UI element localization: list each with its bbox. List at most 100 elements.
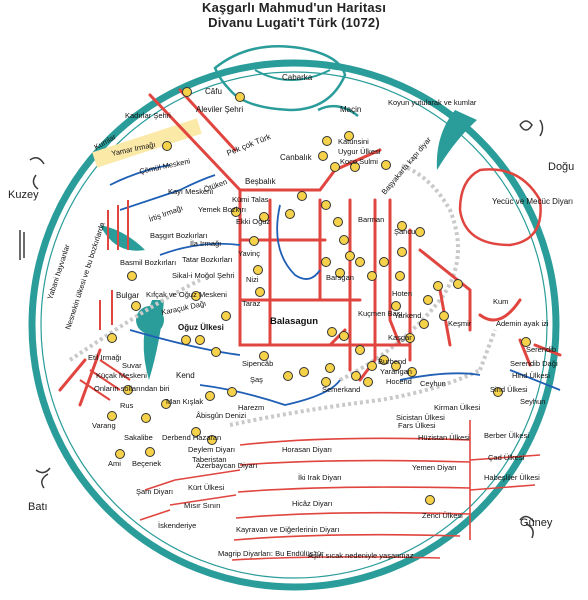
label-yarangan: Yarangan <box>380 367 412 376</box>
label-oguz: Oğuz Ülkesi <box>178 323 224 332</box>
city-dot <box>131 301 141 311</box>
label-kum: Kum <box>493 297 508 306</box>
label-serendibdagi: Serendib Dağı <box>510 359 558 368</box>
label-ceyhun: Ceyhun <box>420 379 446 388</box>
city-dot <box>521 337 531 347</box>
map-title-line2: Divanu Lugati't Türk (1072) <box>208 15 380 30</box>
label-irak: İki Irak Diyarı <box>298 473 342 482</box>
label-kasgar: Kaşgar <box>388 333 412 342</box>
inner-ring <box>40 71 548 579</box>
label-hocend: Hocend <box>386 377 412 386</box>
label-cabarka: Cabarka <box>282 73 313 82</box>
label-adem: Ademin ayak izi <box>496 319 549 328</box>
city-dot <box>145 447 155 457</box>
label-horasan: Horasan Diyarı <box>282 445 332 454</box>
city-dot <box>191 427 201 437</box>
label-azerbaycan: Azerbaycan Diyarı <box>196 461 257 470</box>
city-dot <box>123 385 133 395</box>
city-dot <box>350 162 360 172</box>
label-kadirlar: Kadırlar Şehri <box>125 111 171 120</box>
label-deylem: Deylem Diyarı <box>188 445 235 454</box>
label-becenek: Beçenek <box>132 459 161 468</box>
dotted-route <box>68 163 460 382</box>
label-sind: Sind Ülkesi <box>490 385 528 394</box>
city-dot <box>335 268 345 278</box>
label-basgirt: Başgırt Bozkırları <box>150 231 208 240</box>
label-pekcok: Pek çok Türk <box>225 132 272 158</box>
city-dot <box>231 207 241 217</box>
city-dot <box>321 257 331 267</box>
label-fars: Fars Ülkesi <box>398 421 436 430</box>
city-dot <box>235 92 245 102</box>
label-uygur: Uygur Ülkesi <box>338 147 381 156</box>
city-dot <box>221 311 231 321</box>
label-tatar: Tatar Bozkırları <box>182 255 232 264</box>
label-yemek: Yemek Bozkırı <box>198 205 246 214</box>
city-dot <box>321 200 331 210</box>
label-yecuc: Yecüc ve Mecüc Diyarı <box>492 197 573 206</box>
city-dot <box>195 335 205 345</box>
outer-ring <box>28 59 560 591</box>
label-yuntulark: Koyun yutularak ve kumlar <box>388 98 477 107</box>
city-dot <box>391 361 401 371</box>
city-dot <box>115 449 125 459</box>
city-dot <box>367 271 377 281</box>
city-dot <box>255 287 265 297</box>
city-dot <box>355 345 365 355</box>
city-dot <box>207 435 217 445</box>
label-kend: Kend <box>176 371 195 380</box>
label-yemen: Yemen Diyarı <box>412 463 457 472</box>
city-dot <box>107 333 117 343</box>
city-dot <box>181 335 191 345</box>
direction-east: Doğu <box>548 161 574 173</box>
city-dot <box>297 191 307 201</box>
place-labels: Cabarka Câfu Aleviler Şehri Maçin Koyun … <box>45 73 573 560</box>
label-seyhun: Seyhun <box>520 397 545 406</box>
label-otuken: Ötüken <box>203 177 229 194</box>
river-network <box>109 164 561 406</box>
label-berber: Berber Ülkesi <box>484 431 529 440</box>
city-dot <box>344 131 354 141</box>
label-derbend: Derbend Hazaran <box>162 433 221 442</box>
direction-west: Batı <box>28 501 48 513</box>
city-dot <box>345 251 355 261</box>
city-dot <box>419 319 429 329</box>
label-bulgar: Bulgar <box>116 291 139 300</box>
city-dot <box>355 257 365 267</box>
city-dot <box>405 333 415 343</box>
label-kugmen: Kuçmen Başı <box>358 309 403 318</box>
label-etil: Etil Irmağı <box>88 353 122 362</box>
label-kurt: Kürt Ülkesi <box>188 483 225 492</box>
city-dot <box>259 212 269 222</box>
label-yarkend: Yarkend <box>394 311 421 320</box>
city-dot <box>253 265 263 275</box>
city-dot <box>322 136 332 146</box>
label-sikal: Sikal-i Moğol Şehri <box>172 271 235 280</box>
label-ila: İla Irmağı <box>190 239 221 248</box>
city-dot <box>351 371 361 381</box>
label-zenci: Zenci Ülkesi <box>422 511 463 520</box>
label-hind: Hind Ülkesi <box>512 371 550 380</box>
city-dot <box>107 411 117 421</box>
city-dot <box>379 355 389 365</box>
label-cafu: Câfu <box>205 87 222 96</box>
city-dot <box>318 151 328 161</box>
city-dot <box>381 160 391 170</box>
city-dot <box>407 367 417 377</box>
city-dot <box>299 367 309 377</box>
city-dot <box>415 227 425 237</box>
label-magrip: Magrip Diyarları: Bu Endülüs'tür <box>218 549 324 558</box>
city-dot <box>395 271 405 281</box>
city-dot <box>339 235 349 245</box>
label-taraz: Taraz <box>242 299 261 308</box>
city-dot <box>127 271 137 281</box>
label-yabani: Yabani hayvanlar <box>45 243 71 301</box>
direction-north: Kuzey <box>8 189 39 201</box>
city-dot <box>182 87 192 97</box>
label-taberistan: Taberistan <box>192 455 227 464</box>
city-dot <box>397 247 407 257</box>
city-dot <box>333 217 343 227</box>
city-dot <box>433 281 443 291</box>
label-nizi: Nizi <box>246 275 259 284</box>
